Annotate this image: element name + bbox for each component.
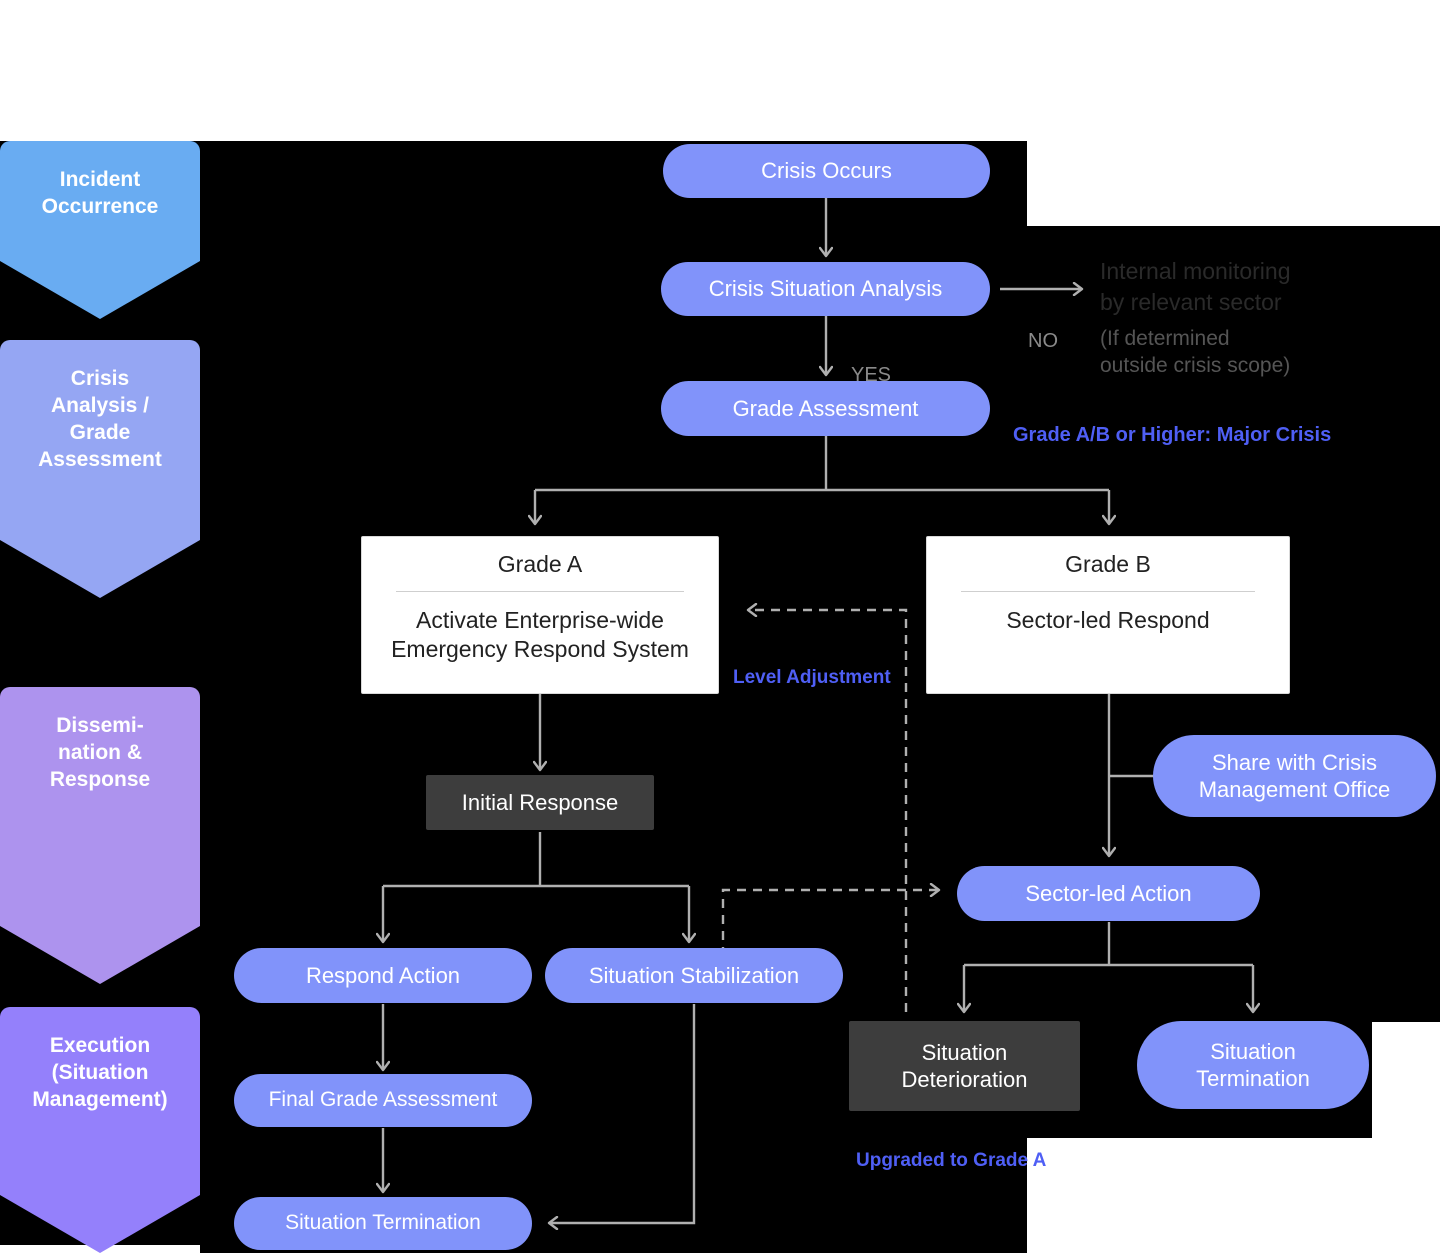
edge-label-yes: YES: [851, 336, 891, 388]
no-text: NO: [1028, 330, 1058, 352]
page-sheet-right-upper: [1027, 0, 1440, 226]
node-sector-led-action[interactable]: Sector-led Action: [957, 866, 1260, 921]
phase-label: Incident Occurrence: [41, 168, 159, 218]
node-label: Crisis Situation Analysis: [708, 276, 943, 302]
node-label: Situation Termination: [1196, 1038, 1310, 1092]
node-crisis-occurs[interactable]: Crisis Occurs: [663, 144, 990, 198]
level-adjustment-text: Level Adjustment: [733, 666, 891, 688]
grade-b-title: Grade B: [1065, 551, 1151, 577]
phase-crisis-analysis[interactable]: Crisis Analysis / Grade Assessment: [0, 340, 200, 598]
outside-scope-text: (If determined outside crisis scope): [1100, 326, 1291, 378]
node-share-with-crisis-management-office[interactable]: Share with Crisis Management Office: [1153, 735, 1436, 817]
major-crisis-text: Grade A/B or Higher: Major Crisis: [1013, 424, 1332, 446]
annotation-major-crisis: Grade A/B or Higher: Major Crisis: [1013, 396, 1331, 448]
node-label: Crisis Occurs: [761, 158, 892, 184]
node-initial-response[interactable]: Initial Response: [426, 775, 654, 830]
node-label: Initial Response: [461, 789, 619, 815]
annotation-internal-monitoring: Internal monitoring by relevant sector: [1100, 226, 1291, 317]
edge-label-level-adjustment: Level Adjustment: [733, 641, 891, 690]
phase-execution-situation-management[interactable]: Execution (Situation Management): [0, 1007, 200, 1253]
node-final-grade-assessment[interactable]: Final Grade Assessment: [234, 1074, 532, 1127]
node-situation-deterioration[interactable]: Situation Deterioration: [849, 1021, 1080, 1111]
phase-chevron-tail: [0, 540, 200, 598]
phase-incident-occurrence[interactable]: Incident Occurrence: [0, 141, 200, 319]
yes-text: YES: [851, 364, 892, 386]
internal-monitoring-text: Internal monitoring by relevant sector: [1100, 258, 1291, 315]
node-label: Sector-led Action: [1025, 880, 1192, 906]
node-grade-b[interactable]: Grade B Sector-led Respond: [926, 536, 1290, 694]
node-label: Situation Deterioration: [901, 1039, 1028, 1093]
divider: [960, 590, 1256, 592]
node-situation-stabilization[interactable]: Situation Stabilization: [545, 948, 843, 1003]
page-sheet-bottom: [1027, 1138, 1440, 1253]
node-label: Grade Assessment: [732, 395, 919, 421]
grade-a-title: Grade A: [497, 551, 583, 577]
phase-label: Crisis Analysis / Grade Assessment: [38, 367, 162, 471]
node-label: Situation Termination: [285, 1211, 481, 1235]
phase-label: Dissemi- nation & Response: [49, 714, 151, 791]
node-label: Share with Crisis Management Office: [1198, 749, 1391, 803]
node-crisis-situation-analysis[interactable]: Crisis Situation Analysis: [661, 262, 990, 316]
upgraded-text: Upgraded to Grade A: [856, 1149, 1047, 1171]
node-label: Situation Stabilization: [588, 962, 800, 988]
divider: [395, 590, 685, 592]
edge-label-no: NO: [1028, 302, 1058, 354]
grade-b-body: Sector-led Respond: [1006, 606, 1210, 633]
phase-dissemination-response[interactable]: Dissemi- nation & Response: [0, 687, 200, 984]
node-grade-a[interactable]: Grade A Activate Enterprise-wide Emergen…: [361, 536, 719, 694]
edge-label-upgraded-to-grade-a: Upgraded to Grade A: [856, 1124, 1046, 1173]
node-label: Respond Action: [305, 962, 461, 988]
phase-chevron-tail: [0, 261, 200, 319]
node-grade-assessment[interactable]: Grade Assessment: [661, 381, 990, 436]
node-situation-termination-left[interactable]: Situation Termination: [234, 1197, 532, 1250]
annotation-outside-crisis-scope: (If determined outside crisis scope): [1100, 297, 1290, 380]
phase-chevron-tail: [0, 926, 200, 984]
node-label: Final Grade Assessment: [268, 1088, 498, 1112]
node-respond-action[interactable]: Respond Action: [234, 948, 532, 1003]
phase-label: Execution (Situation Management): [32, 1034, 168, 1111]
node-situation-termination-right[interactable]: Situation Termination: [1137, 1021, 1369, 1109]
grade-a-body: Activate Enterprise-wide Emergency Respo…: [391, 606, 689, 663]
